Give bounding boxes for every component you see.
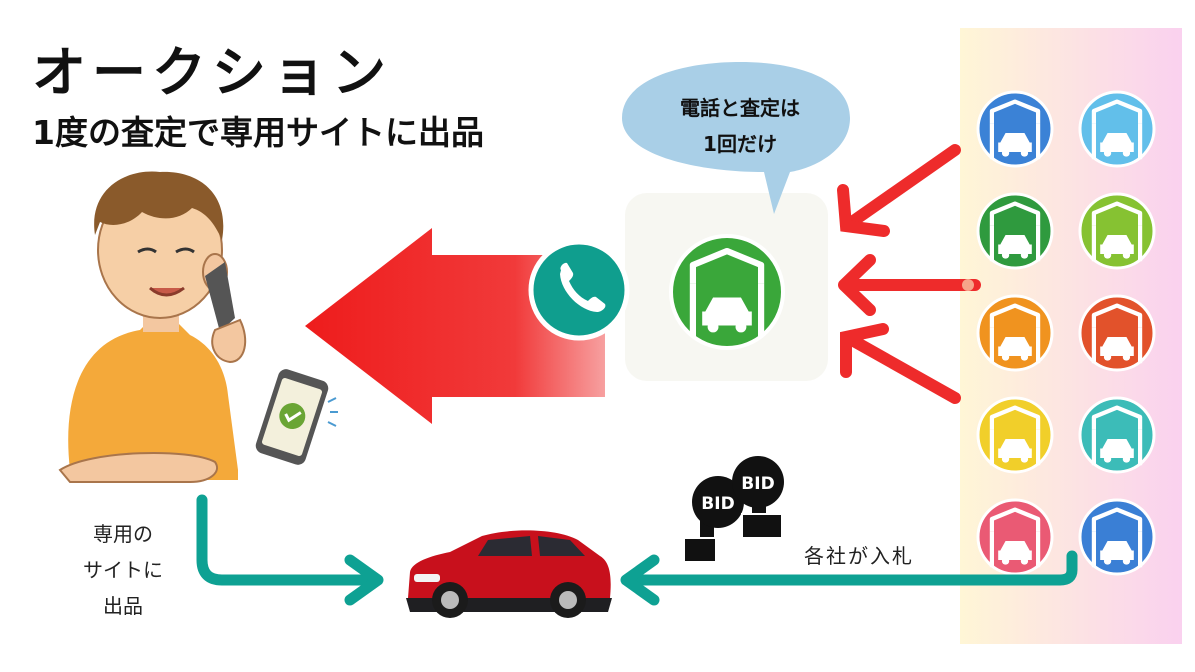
dealer-grid	[976, 90, 1156, 576]
user-illustration	[58, 171, 247, 483]
dealer-arrow-bottom	[840, 323, 961, 404]
smartphone-icon	[255, 369, 329, 465]
dealer-icon	[976, 90, 1054, 168]
listing-caption-line-1: 専用の	[93, 522, 153, 546]
dealer-icon	[1078, 498, 1156, 576]
bid-label-left: BID	[701, 494, 734, 514]
handset-icon	[560, 262, 606, 312]
teal-arrow-listing	[196, 494, 384, 606]
dealer-icon	[976, 396, 1054, 474]
listing-caption-line-3: 出品	[103, 594, 143, 618]
bid-caption: 各社が入札	[804, 544, 914, 568]
red-car	[406, 530, 612, 618]
dealer-icon	[976, 294, 1054, 372]
dealer-icon	[1078, 294, 1156, 372]
big-red-arrow	[305, 228, 605, 424]
notification-spark-icon	[327, 397, 338, 427]
speech-bubble	[622, 62, 850, 214]
dealer-arrow-top	[837, 144, 961, 237]
speech-bubble-line-1: 電話と査定は	[680, 96, 800, 120]
bid-paddle-right: BID	[732, 456, 784, 539]
dealer-icon	[1078, 396, 1156, 474]
phone-call-icon	[528, 239, 630, 341]
teal-arrow-bids	[620, 550, 1078, 606]
dealer-icon	[1078, 192, 1156, 270]
listing-caption-line-2: サイトに	[83, 558, 163, 582]
listing-caption: 専用の サイトに 出品	[48, 516, 198, 624]
page-title: オークション	[32, 41, 392, 104]
dealer-icon	[1078, 90, 1156, 168]
bid-paddle-left: BID	[683, 476, 744, 563]
dealer-icon	[976, 192, 1054, 270]
speech-bubble-line-2: 1回だけ	[703, 132, 777, 156]
speech-bubble-text: 電話と査定は 1回だけ	[618, 90, 862, 162]
page-subtitle: 1度の査定で専用サイトに出品	[32, 113, 484, 152]
bid-label-right: BID	[741, 474, 774, 494]
dealer-icon	[976, 498, 1054, 576]
dealer-arrow-middle	[838, 254, 981, 316]
